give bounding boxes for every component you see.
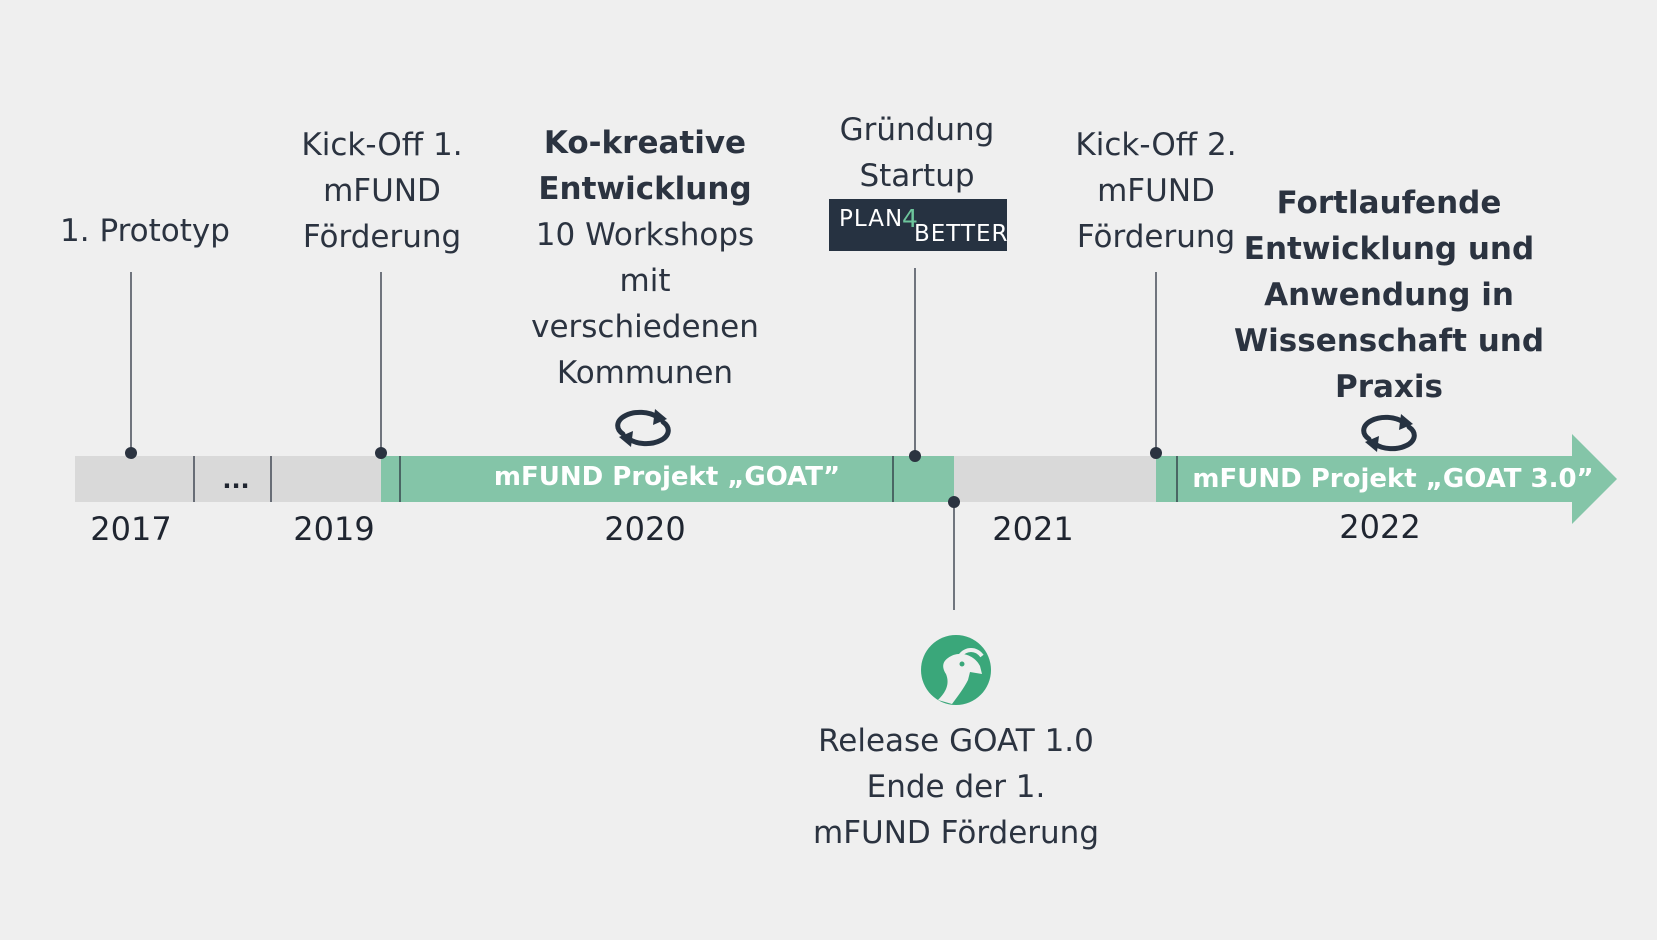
year-label: 2017 bbox=[90, 510, 172, 548]
milestone-cocreative-line: 10 Workshops bbox=[535, 217, 755, 253]
milestone-cocreative-line: Kommunen bbox=[556, 355, 734, 391]
milestone-dot bbox=[125, 447, 137, 459]
milestone-prototype: 1. Prototyp bbox=[60, 213, 230, 249]
milestone-cocreative-title: Entwicklung bbox=[538, 171, 752, 207]
year-label: 2020 bbox=[604, 510, 686, 548]
milestone-ongoing-line: Praxis bbox=[1334, 369, 1443, 405]
milestone-ongoing-line: Fortlaufende bbox=[1276, 185, 1502, 221]
timeline-ellipsis: ... bbox=[222, 466, 250, 494]
plan4better-logo-part: BETTER bbox=[914, 221, 1009, 247]
milestone-kickoff2-line: Kick-Off 2. bbox=[1075, 127, 1237, 163]
plan4better-logo-part: 4 bbox=[902, 204, 918, 233]
milestone-ongoing: Fortlaufende Entwicklung und Anwendung i… bbox=[1234, 180, 1544, 410]
milestone-release-line: mFUND Förderung bbox=[813, 815, 1099, 851]
milestone-ongoing-line: Entwicklung und bbox=[1243, 231, 1535, 267]
milestone-kickoff1-line: Förderung bbox=[302, 219, 462, 255]
milestone-ongoing-line: Anwendung in bbox=[1264, 277, 1514, 313]
goat-icon bbox=[921, 635, 991, 705]
year-label: 2021 bbox=[992, 510, 1074, 548]
plan4better-logo-part: PLAN bbox=[839, 206, 904, 232]
timeline-bar-goat bbox=[381, 456, 954, 502]
milestone-startup-line: Gründung bbox=[839, 112, 995, 148]
milestone-cocreative-title: Ko-kreative bbox=[543, 125, 747, 161]
cycle-arrows-icon bbox=[1361, 414, 1417, 452]
year-label: 2019 bbox=[293, 510, 375, 548]
cycle-arrows-icon bbox=[615, 409, 671, 447]
timeline-arrow-head bbox=[1572, 434, 1617, 524]
milestone-dot bbox=[1150, 447, 1162, 459]
plan4better-logo: PLAN 4 BETTER bbox=[829, 199, 1009, 251]
milestone-release-line: Release GOAT 1.0 bbox=[818, 723, 1094, 759]
milestone-cocreative-line: mit bbox=[619, 263, 671, 299]
goat-project-label: mFUND Projekt „GOAT” bbox=[493, 462, 841, 492]
milestone-ongoing-line: Wissenschaft und bbox=[1233, 323, 1545, 359]
timeline-bar-goat3 bbox=[1156, 456, 1572, 502]
milestone-dot bbox=[909, 450, 921, 462]
milestone-kickoff2: Kick-Off 2. mFUND Förderung bbox=[1075, 122, 1236, 260]
milestone-startup: Gründung Startup bbox=[840, 107, 995, 199]
year-label: 2022 bbox=[1339, 508, 1421, 546]
milestone-kickoff1-line: Kick-Off 1. bbox=[301, 127, 463, 163]
milestone-kickoff1-line: mFUND bbox=[323, 173, 441, 209]
milestone-dot bbox=[375, 447, 387, 459]
milestone-release: Release GOAT 1.0 Ende der 1. mFUND Förde… bbox=[813, 718, 1099, 856]
milestone-dot bbox=[948, 496, 960, 508]
milestone-startup-line: Startup bbox=[859, 158, 975, 194]
milestone-cocreative-line: verschiedenen bbox=[531, 309, 759, 345]
milestone-kickoff2-line: mFUND bbox=[1097, 173, 1215, 209]
milestone-kickoff2-line: Förderung bbox=[1076, 219, 1236, 255]
milestone-release-line: Ende der 1. bbox=[866, 769, 1046, 805]
milestone-kickoff1: Kick-Off 1. mFUND Förderung bbox=[301, 122, 462, 260]
goat3-project-label: mFUND Projekt „GOAT 3.0” bbox=[1192, 464, 1594, 494]
milestone-cocreative: Ko-kreative Entwicklung 10 Workshops mit… bbox=[531, 120, 759, 396]
